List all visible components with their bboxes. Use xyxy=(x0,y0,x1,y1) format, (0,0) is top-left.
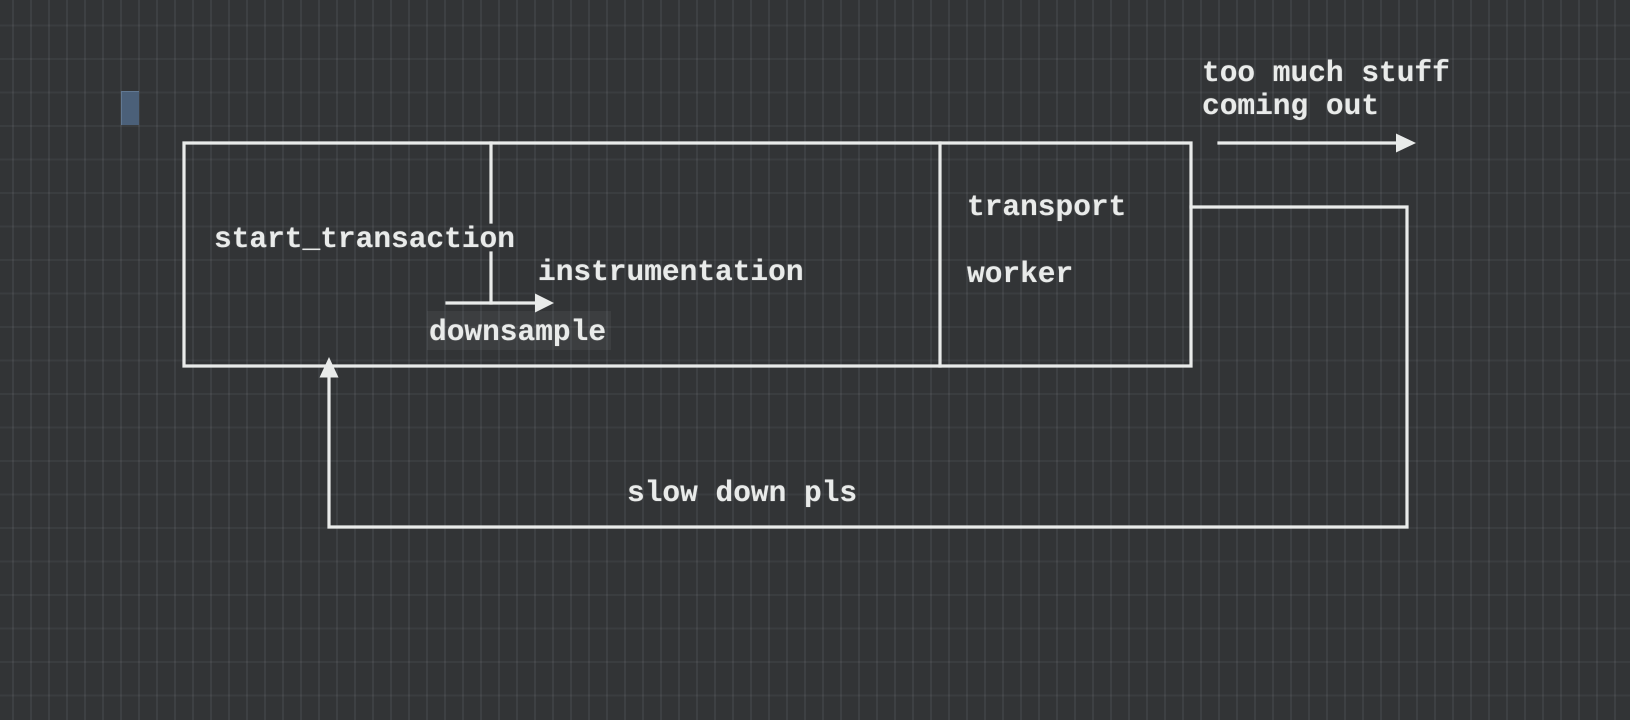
pipeline-box-outline[interactable] xyxy=(184,143,1191,366)
feedback-loop-arrow[interactable] xyxy=(319,207,1408,527)
label-worker[interactable]: worker xyxy=(967,257,1074,291)
output-arrow[interactable] xyxy=(1219,133,1416,153)
label-output-note-line1[interactable]: too much stuff xyxy=(1202,56,1450,90)
text-cursor xyxy=(121,91,139,125)
pipeline-box[interactable] xyxy=(184,143,1191,366)
downsample-arrow[interactable] xyxy=(447,293,554,313)
downsample-selection-highlight xyxy=(427,311,611,350)
feedback-loop-path[interactable] xyxy=(329,207,1407,527)
arrowhead-up-icon xyxy=(319,357,339,378)
arrowhead-right-icon xyxy=(535,293,554,313)
label-transport[interactable]: transport xyxy=(967,190,1127,224)
label-instrumentation[interactable]: instrumentation xyxy=(538,255,804,289)
label-start-transaction[interactable]: start_transaction xyxy=(214,222,515,256)
label-output-note-line2[interactable]: coming out xyxy=(1202,89,1380,123)
label-downsample[interactable]: downsample xyxy=(429,315,607,349)
label-feedback-note[interactable]: slow down pls xyxy=(627,476,858,510)
arrowhead-right-icon xyxy=(1396,133,1416,153)
